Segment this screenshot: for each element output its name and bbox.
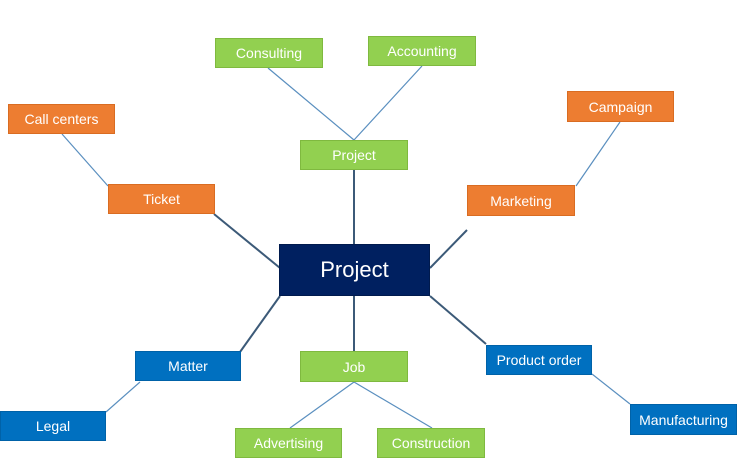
- node-consulting: Consulting: [215, 38, 323, 68]
- link-productorder-manufacturing: [591, 373, 631, 405]
- link-marketing-campaign: [575, 121, 621, 187]
- node-marketing: Marketing: [467, 185, 575, 216]
- link-center-marketing: [429, 229, 468, 269]
- node-accounting: Accounting: [368, 36, 476, 66]
- node-ticket: Ticket: [108, 184, 215, 214]
- node-center-project: Project: [279, 244, 430, 296]
- node-campaign: Campaign: [567, 91, 674, 122]
- link-job-construction: [353, 381, 433, 429]
- link-job-advertising: [289, 381, 355, 429]
- link-center-product-order: [429, 295, 487, 345]
- link-center-ticket: [213, 213, 281, 269]
- node-job: Job: [300, 351, 408, 382]
- node-construction: Construction: [377, 428, 485, 458]
- node-project-sub: Project: [300, 140, 408, 170]
- link-center-matter: [239, 295, 281, 353]
- node-manufacturing: Manufacturing: [630, 404, 737, 435]
- link-ticket-callcenters: [61, 133, 109, 187]
- node-product-order: Product order: [486, 345, 592, 375]
- link-project-consulting: [267, 67, 355, 141]
- node-legal: Legal: [0, 411, 106, 441]
- node-call-centers: Call centers: [8, 104, 115, 134]
- node-advertising: Advertising: [235, 428, 342, 458]
- node-matter: Matter: [135, 351, 241, 381]
- link-matter-legal: [105, 381, 141, 413]
- link-project-accounting: [353, 65, 423, 141]
